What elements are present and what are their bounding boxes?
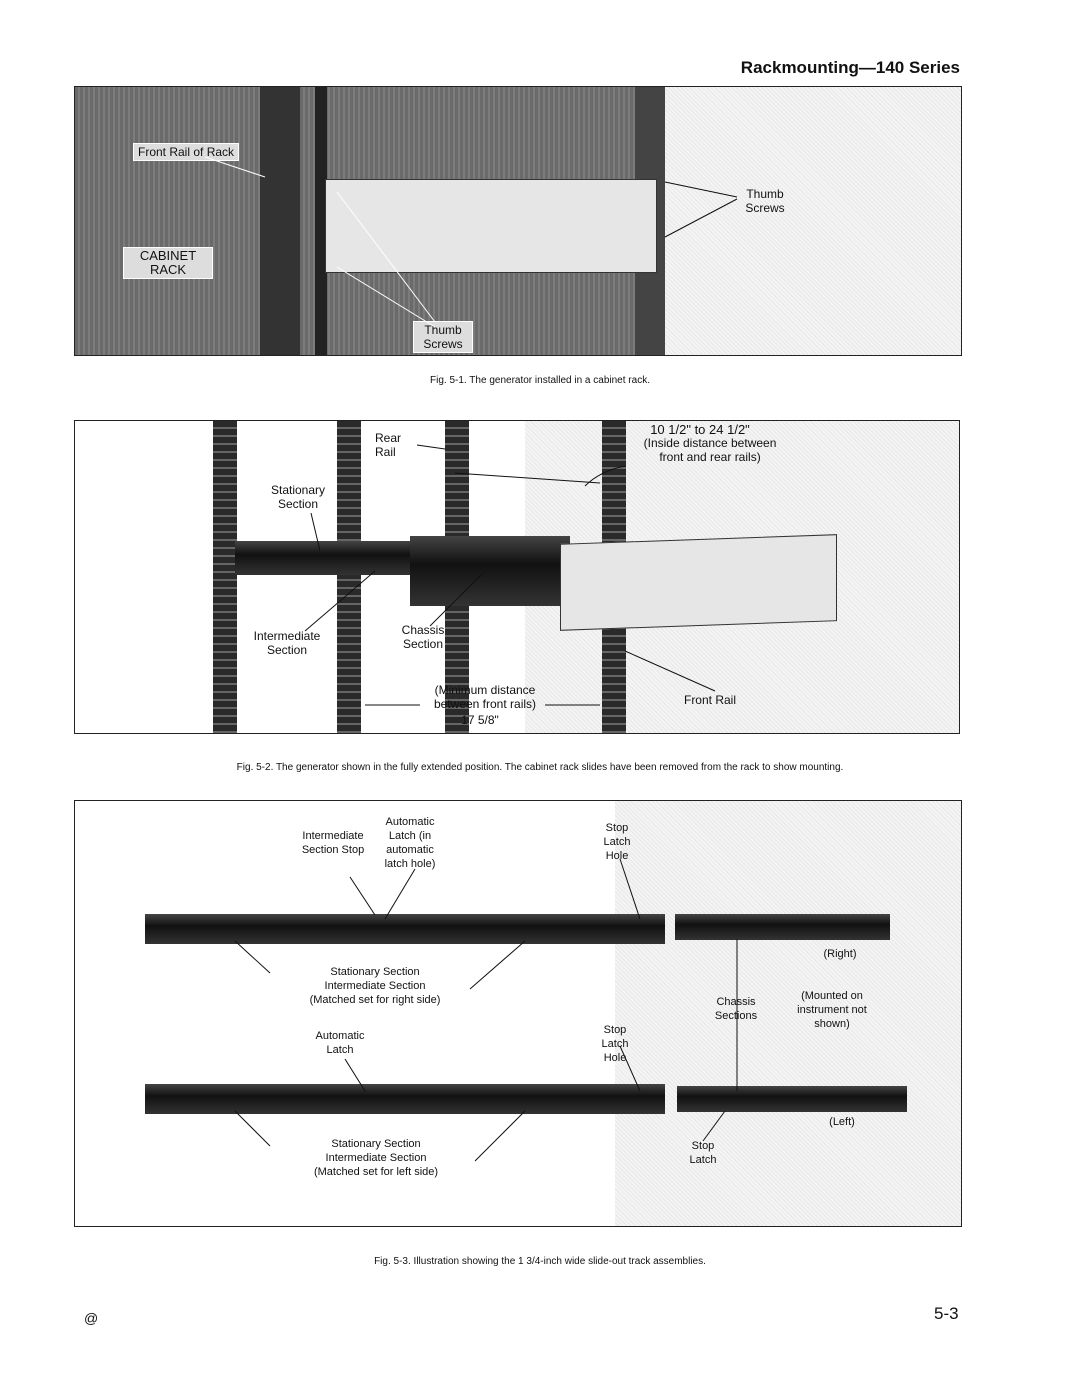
label-thumb-screws-right: Thumb Screws [745, 187, 785, 215]
leader-lines [204, 156, 738, 328]
label-intermediate-section: Intermediate Section [253, 629, 321, 657]
label-front-rail: Front Rail [683, 693, 736, 707]
label-left-set: Stationary Section Intermediate Section … [313, 1138, 439, 1178]
label-stationary-section: Stationary Section [270, 483, 326, 511]
label-cabinet-rack: CABINET RACK [123, 247, 213, 279]
label-front-rail: Front Rail of Rack [133, 143, 240, 161]
page-number: 5-3 [934, 1304, 959, 1323]
label-right: (Right) [823, 948, 857, 960]
label-min-distance-value: 17 5/8" [461, 713, 499, 727]
leader-lines [234, 858, 738, 1162]
left-chassis-section [677, 1086, 907, 1112]
label-intermediate-stop: Intermediate Section Stop [301, 830, 365, 856]
left-slide-track [145, 1084, 665, 1114]
label-min-distance: (Minimum distance between front rails) [433, 683, 537, 711]
figure-5-1-caption: Fig. 5-1. The generator installed in a c… [430, 375, 650, 386]
leader-lines [304, 444, 716, 706]
label-distance-note: (Inside distance between front and rear … [643, 436, 777, 464]
label-right-set: Stationary Section Intermediate Section … [309, 966, 441, 1006]
generator-front-panel [325, 179, 657, 273]
label-mounted-note: (Mounted on instrument not shown) [797, 990, 867, 1030]
footer-symbol: @ [84, 1310, 99, 1326]
label-stop-latch-hole-top: Stop Latch Hole [603, 822, 631, 862]
right-slide-track [145, 914, 665, 944]
label-automatic-latch-hole: Automatic Latch (in automatic latch hole… [384, 816, 436, 870]
label-chassis-sections: Chassis Sections [714, 996, 758, 1022]
label-rear-rail: Rear Rail [375, 431, 402, 459]
figure-5-3-caption: Fig. 5-3. Illustration showing the 1 3/4… [374, 1256, 706, 1267]
label-stop-latch-hole-bottom: Stop Latch Hole [601, 1024, 629, 1064]
figure-5-3-photo: Intermediate Section Stop Automatic Latc… [74, 800, 962, 1227]
page-header-title: Rackmounting—140 Series [740, 58, 960, 77]
label-left: (Left) [829, 1116, 855, 1128]
figure-5-2-photo: Rear Rail 10 1/2" to 24 1/2" (Inside dis… [74, 420, 960, 734]
right-chassis-section [675, 914, 890, 940]
label-stop-latch: Stop Latch [689, 1140, 717, 1166]
label-distance-range: 10 1/2" to 24 1/2" [650, 422, 750, 437]
label-chassis-section: Chassis Section [401, 623, 445, 651]
figure-5-1-photo: Front Rail of Rack CABINET RACK Thumb Sc… [74, 86, 962, 356]
figure-5-2-caption: Fig. 5-2. The generator shown in the ful… [236, 762, 844, 773]
label-automatic-latch: Automatic Latch [315, 1030, 365, 1056]
